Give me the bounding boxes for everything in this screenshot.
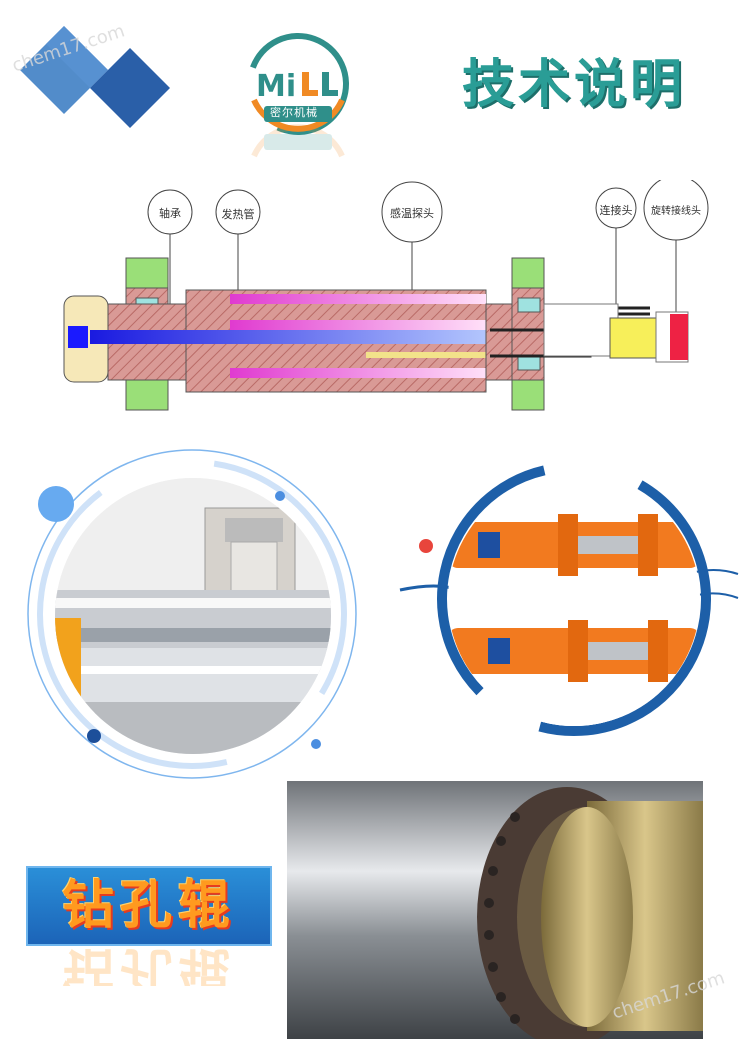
roller-cross-section-diagram (63, 180, 709, 411)
callout-heating-tube (215, 189, 261, 296)
label-rotary-joint: 旋转接线头 (651, 206, 701, 217)
decor-diamonds (20, 26, 170, 128)
banner-reflection-text: 钻孔辊 (61, 946, 236, 986)
banner-box (26, 866, 272, 946)
photo-drilled-roller (55, 478, 331, 754)
label-connector: 连接头 (599, 204, 633, 217)
label-temp-probe: 感温探头 (390, 207, 434, 220)
mill-logo: Mi (247, 33, 349, 158)
photo-universal-couplings (448, 474, 700, 726)
photo-roller-closeup (287, 781, 703, 1039)
callout-rotary-joint (643, 180, 709, 320)
label-heating-tube: 发热管 (221, 208, 255, 221)
callout-bearing (147, 189, 193, 304)
label-bearing: 轴承 (159, 207, 181, 220)
page-title: 技术说明 (462, 55, 687, 115)
callout-connector (595, 187, 637, 320)
logo-subtitle: 密尔机械 (270, 106, 318, 119)
banner-title: 钻孔辊 (61, 875, 236, 936)
banner-reflection: 钻孔辊 (26, 946, 272, 986)
svg-text:Mi: Mi (256, 69, 296, 104)
decor-orbit-left (27, 449, 357, 779)
